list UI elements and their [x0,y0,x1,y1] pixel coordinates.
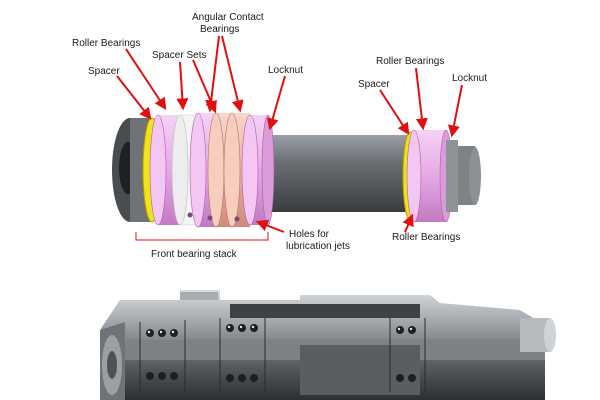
label-roller-bearings-right-top: Roller Bearings [376,56,444,67]
cutaway-spindle [100,290,556,400]
label-holes-1: Holes for [289,229,330,240]
label-angular-contact-1: Angular Contact [192,12,264,23]
label-angular-contact-2: Bearings [200,24,239,35]
label-front-bearing-stack: Front bearing stack [151,249,238,260]
rear-bearing-stack [402,129,458,223]
label-roller-bearings-right-bottom: Roller Bearings [392,232,460,243]
label-spacer-left: Spacer [88,66,120,77]
label-roller-bearings-left: Roller Bearings [72,38,140,49]
label-spacer-sets: Spacer Sets [152,50,206,61]
labels: Angular Contact Bearings Roller Bearings… [72,12,487,260]
label-holes-2: lubrication jets [286,241,350,252]
label-locknut-left: Locknut [268,65,303,76]
label-spacer-right: Spacer [358,79,390,90]
shaft [270,135,412,212]
front-stack-bracket [135,232,269,241]
pointer-arrows [116,35,463,233]
front-bearing-stack [149,112,275,228]
label-locknut-right: Locknut [452,73,487,84]
upper-spindle [112,112,481,241]
